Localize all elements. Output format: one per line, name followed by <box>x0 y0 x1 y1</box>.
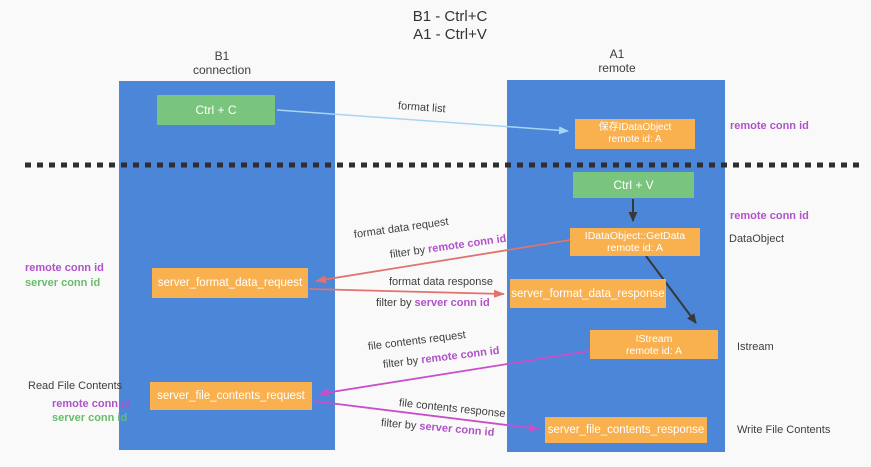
lane-header-b1: B1 connection <box>152 49 292 77</box>
server-file-contents-request-label: server_file_contents_request <box>157 390 305 402</box>
read-file-contents-annotation: Read File Contents <box>28 380 123 392</box>
getdata-line1: IDataObject::GetData <box>584 230 686 242</box>
format-data-request-filter-label: filter by remote conn id <box>389 232 508 261</box>
ctrl-v-label: Ctrl + V <box>613 178 654 192</box>
remote-conn-id-annotation-left-2: remote conn id <box>52 398 131 410</box>
save-dataobject-node: 保存IDataObject remote id: A <box>575 119 695 149</box>
ctrl-v-node: Ctrl + V <box>573 172 694 198</box>
format-list-label: format list <box>397 100 446 116</box>
server-file-contents-response-label: server_file_contents_response <box>547 424 705 436</box>
istream-line1: IStream <box>635 332 673 345</box>
istream-line2: remote id: A <box>625 344 683 357</box>
remote-conn-id-annotation-top-right: remote conn id <box>730 120 809 132</box>
istream-node: IStream remote id: A <box>590 330 718 359</box>
lane-a1-role: remote <box>598 61 636 75</box>
server-file-contents-request-node: server_file_contents_request <box>150 382 312 410</box>
format-data-response-label: format data response <box>389 276 493 288</box>
idataobject-getdata-node: IDataObject::GetData remote id: A <box>570 228 700 256</box>
save-dataobject-line1: 保存IDataObject <box>598 122 672 133</box>
server-format-data-response-node: server_format_data_response <box>510 279 666 308</box>
lane-b1-role: connection <box>192 63 252 77</box>
title-line-2: A1 - Ctrl+V <box>413 26 487 43</box>
server-format-data-request-label: server_format_data_request <box>157 277 303 289</box>
write-file-contents-annotation: Write File Contents <box>737 424 831 436</box>
istream-annotation: Istream <box>737 341 774 353</box>
file-contents-response-filter-label: filter by server conn id <box>380 417 495 439</box>
getdata-line2: remote id: A <box>606 242 664 254</box>
server-format-data-request-node: server_format_data_request <box>152 268 308 298</box>
save-dataobject-line2: remote id: A <box>608 134 662 145</box>
format-data-response-filter-label: filter by server conn id <box>376 297 490 309</box>
server-conn-id-annotation-left-1: server conn id <box>25 277 101 289</box>
format-data-request-label: format data request <box>353 215 450 241</box>
server-conn-id-annotation-left-2: server conn id <box>52 412 128 424</box>
lane-a1-name: A1 <box>609 47 625 61</box>
ctrl-c-label: Ctrl + C <box>195 103 237 117</box>
file-contents-response-label: file contents response <box>398 397 507 421</box>
diagram-title: B1 - Ctrl+C A1 - Ctrl+V <box>0 8 871 44</box>
format-data-response-arrow <box>308 288 505 298</box>
title-line-1: B1 - Ctrl+C <box>412 8 488 25</box>
server-file-contents-response-node: server_file_contents_response <box>545 417 707 443</box>
file-contents-request-label: file contents request <box>367 329 467 353</box>
remote-conn-id-annotation-left-1: remote conn id <box>25 262 104 274</box>
dataobject-annotation: DataObject <box>729 233 785 245</box>
server-format-data-response-label: server_format_data_response <box>511 287 665 300</box>
lane-b1-name: B1 <box>214 49 230 63</box>
remote-conn-id-annotation-mid-right: remote conn id <box>730 210 809 222</box>
ctrl-c-node: Ctrl + C <box>157 95 275 125</box>
lane-header-a1: A1 remote <box>547 47 687 75</box>
